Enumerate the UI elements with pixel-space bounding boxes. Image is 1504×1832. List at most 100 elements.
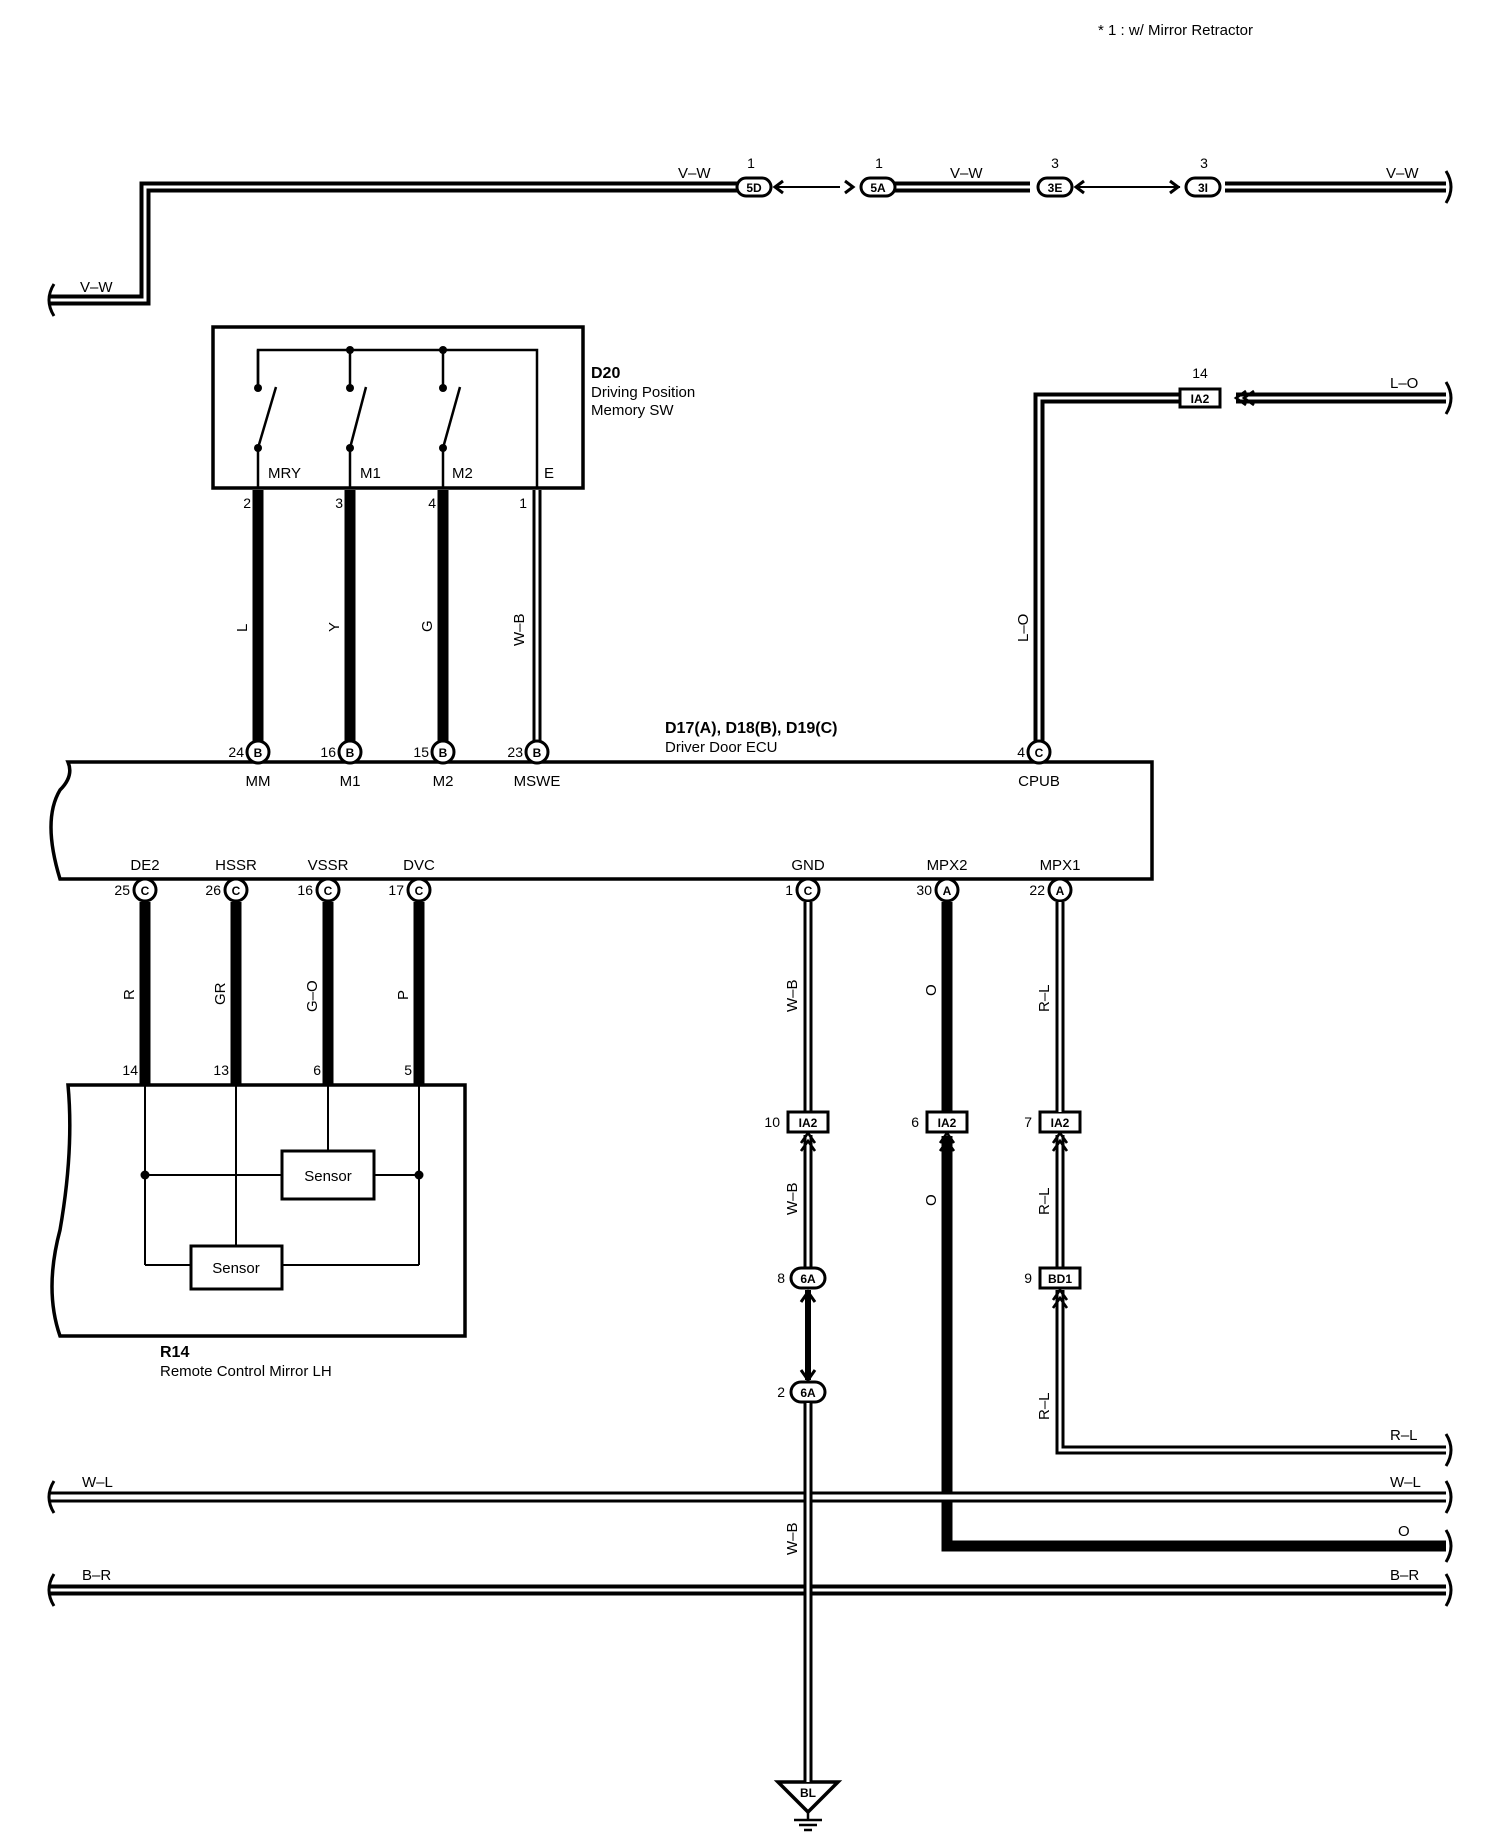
wire-label-wb-gnd-1: W–B	[784, 979, 801, 1012]
connector-ia2-top: IA2 14	[1178, 365, 1222, 409]
d20-pin-m2: 4	[428, 495, 436, 511]
ecu-pin-mpx2: 30	[916, 882, 932, 898]
d20-terminal-mry: MRY	[268, 465, 301, 482]
ecu-conn-mpx1: A	[1056, 884, 1065, 898]
ecu-name: Driver Door ECU	[665, 739, 778, 756]
ecu-conn-mswe: B	[533, 746, 542, 760]
c6a-lower-pin: 2	[777, 1384, 785, 1400]
ecu-terminal-m2: B 15 M2	[413, 739, 456, 790]
connector-3e: 3 3E	[1036, 155, 1085, 198]
ecu-pin-dvc: 17	[388, 882, 404, 898]
ia2-6-pin: 6	[911, 1114, 919, 1130]
ecu-terminal-mm: B 24 MM	[228, 739, 271, 790]
ecu-conn-m2: B	[439, 746, 448, 760]
d20-terminal-m1: M1	[360, 465, 381, 482]
wire-label-rl-3: R–L	[1036, 1392, 1053, 1420]
ecu-pin-gnd: 1	[785, 882, 793, 898]
switch-m2	[439, 346, 462, 488]
d20-name-line1: Driving Position	[591, 384, 695, 401]
d20-terminal-e: E	[544, 465, 554, 482]
ecu-terminal-mpx1: MPX1 A 22	[1029, 857, 1081, 903]
ia2-top-pin: 14	[1192, 365, 1208, 381]
ia2-10-code: IA2	[799, 1116, 818, 1130]
ecu-pin-m2: 15	[413, 744, 429, 760]
ecu-pin-de2: 25	[114, 882, 130, 898]
sensor-lower-label: Sensor	[212, 1260, 260, 1277]
d20-ecu-wires	[252, 490, 542, 742]
ecu-name-mpx2: MPX2	[927, 857, 968, 874]
ecu-name-cpub: CPUB	[1018, 773, 1060, 790]
wire-label-gr: GR	[212, 982, 229, 1005]
wire-label-o-1: O	[923, 984, 940, 996]
ecu-conn-de2: C	[141, 884, 150, 898]
ecu-conn-dvc: C	[415, 884, 424, 898]
wire-label-br-right: B–R	[1390, 1567, 1419, 1584]
wire-label-vw-right: V–W	[1386, 165, 1419, 182]
r14-pin-14: 14	[122, 1062, 138, 1078]
wire-label-vw-left: V–W	[80, 279, 113, 296]
wire-label-rl-1: R–L	[1036, 984, 1053, 1012]
connector-5a-code: 5A	[870, 181, 886, 195]
wire-label-wb-d20: W–B	[511, 613, 528, 646]
ecu-terminal-gnd: GND C 1	[785, 857, 825, 903]
bd1-pin: 9	[1024, 1270, 1032, 1286]
ecu-name-gnd: GND	[791, 857, 825, 874]
mpx1-rl-wire	[1051, 902, 1453, 1467]
ecu-terminal-m1: B 16 M1	[320, 739, 363, 790]
ecu-id: D17(A), D18(B), D19(C)	[665, 720, 837, 737]
r14-pin-6: 6	[313, 1062, 321, 1078]
wire-label-vw-1: V–W	[678, 165, 711, 182]
ecu-conn-vssr: C	[324, 884, 333, 898]
r14-pin-13: 13	[213, 1062, 229, 1078]
wire-label-vw-2: V–W	[950, 165, 983, 182]
wire-label-wb-gnd-2: W–B	[784, 1182, 801, 1215]
ecu-pin-mswe: 23	[507, 744, 523, 760]
wire-label-lo-right: L–O	[1390, 375, 1418, 392]
retractor-note: * 1 : w/ Mirror Retractor	[1098, 22, 1253, 39]
lo-wire	[1033, 381, 1453, 742]
switch-mry	[254, 350, 278, 488]
wire-label-r: R	[121, 989, 138, 1000]
ecu-pin-mm: 24	[228, 744, 244, 760]
ecu-terminal-mpx2: MPX2 A 30	[916, 857, 968, 903]
connector-5a: 1 5A	[844, 155, 897, 198]
driver-door-ecu	[49, 760, 1154, 881]
ecu-terminal-vssr: VSSR C 16	[297, 857, 349, 903]
d20-terminal-m2: M2	[452, 465, 473, 482]
wire-label-wl-right: W–L	[1390, 1474, 1421, 1491]
wire-label-rl-right: R–L	[1390, 1427, 1418, 1444]
d20-pin-m1: 3	[335, 495, 343, 511]
ecu-terminal-hssr: HSSR C 26	[205, 857, 257, 903]
connector-5a-pin: 1	[875, 155, 883, 171]
wire-label-br-left: B–R	[82, 1567, 111, 1584]
sensor-upper-label: Sensor	[304, 1168, 352, 1185]
wire-label-p: P	[395, 990, 412, 1000]
ecu-name-dvc: DVC	[403, 857, 435, 874]
d20-name-line2: Memory SW	[591, 402, 674, 419]
wire-label-wl-left: W–L	[82, 1474, 113, 1491]
wire-label-wb-gnd-3: W–B	[784, 1522, 801, 1555]
ecu-pin-m1: 16	[320, 744, 336, 760]
ecu-terminal-cpub: C 4 CPUB	[1017, 739, 1060, 790]
connector-3e-pin: 3	[1051, 155, 1059, 171]
ecu-name-mm: MM	[246, 773, 271, 790]
wire-label-lo-vert: L–O	[1015, 614, 1032, 642]
r14-name: Remote Control Mirror LH	[160, 1363, 332, 1380]
ecu-terminal-de2: DE2 C 25	[114, 857, 160, 903]
connector-3i-code: 3I	[1198, 181, 1208, 195]
ecu-name-mswe: MSWE	[514, 773, 561, 790]
ecu-conn-m1: B	[346, 746, 355, 760]
ia2-7-code: IA2	[1051, 1116, 1070, 1130]
ecu-name-mpx1: MPX1	[1040, 857, 1081, 874]
ecu-name-m1: M1	[340, 773, 361, 790]
connector-ia2-10: IA2 10	[764, 1110, 830, 1134]
wire-label-rl-2: R–L	[1036, 1187, 1053, 1215]
wire-label-o-2: O	[923, 1194, 940, 1206]
connector-5d-code: 5D	[746, 181, 762, 195]
ecu-bottom-terminals: DE2 C 25 HSSR C 26 VSSR C 16 DVC C 17 GN…	[114, 857, 1081, 903]
vw-top-wire	[47, 170, 1453, 317]
ground-bl: BL	[773, 1780, 843, 1832]
r14-pin-5: 5	[404, 1062, 412, 1078]
wire-label-l: L	[234, 624, 251, 632]
c6a-upper-code: 6A	[800, 1272, 816, 1286]
